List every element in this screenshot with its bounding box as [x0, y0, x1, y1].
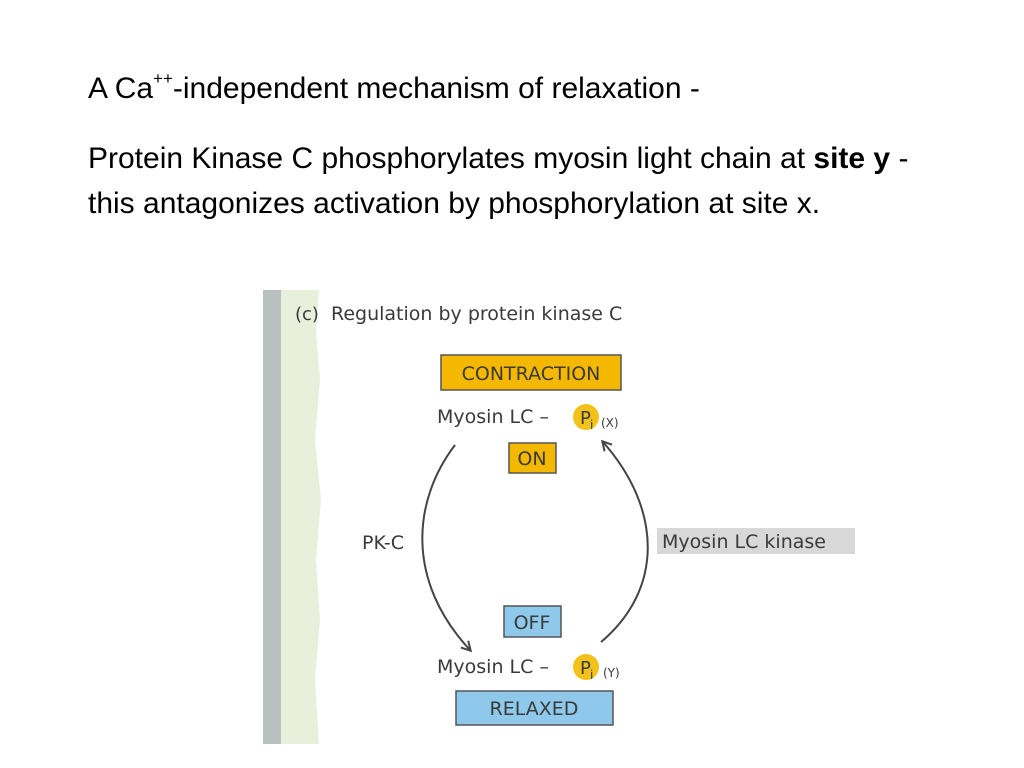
- left-gray-strip: [263, 290, 281, 744]
- pi-bottom-p: P: [580, 658, 591, 679]
- enzyme-mlck-label: Myosin LC kinase: [662, 531, 826, 553]
- myosin-lc-bottom: Myosin LC –: [437, 656, 549, 678]
- slide-title: A Ca++-independent mechanism of relaxati…: [88, 60, 948, 111]
- pi-bottom-i: i: [590, 668, 593, 682]
- mlck-arrow: [600, 442, 649, 643]
- body-part2: - this antagonizes activation by phospho…: [88, 142, 909, 220]
- on-box: [508, 442, 557, 474]
- title-prefix: A Ca: [88, 72, 154, 105]
- pi-top-i: i: [590, 418, 593, 432]
- title-superscript: ++: [153, 69, 173, 88]
- pkc-regulation-figure: (c) Regulation by protein kinase C CONTR…: [263, 290, 863, 744]
- mlck-label-bg: [657, 528, 855, 554]
- figure-svg: (c) Regulation by protein kinase C CONTR…: [263, 290, 855, 744]
- relaxed-box: [455, 690, 614, 726]
- site-y-label: (Y): [603, 666, 620, 680]
- off-box: [503, 605, 562, 638]
- pi-top-p: P: [580, 408, 591, 429]
- relaxed-label: RELAXED: [490, 698, 579, 720]
- site-x-label: (X): [601, 416, 619, 430]
- pi-badge-top: P i: [573, 404, 599, 432]
- myosin-lc-top: Myosin LC –: [437, 406, 549, 428]
- contraction-box: [440, 354, 622, 391]
- left-green-band: [281, 290, 321, 744]
- off-label: OFF: [514, 612, 551, 634]
- enzyme-pkc-label: PK-C: [362, 532, 404, 554]
- pi-badge-bottom: P i: [573, 654, 599, 682]
- contraction-label: CONTRACTION: [462, 363, 601, 385]
- slide-body: Protein Kinase C phosphorylates myosin l…: [88, 136, 948, 226]
- body-part1: Protein Kinase C phosphorylates myosin l…: [88, 142, 814, 175]
- figure-caption: Regulation by protein kinase C: [331, 303, 622, 325]
- body-bold-site-y: site y: [813, 142, 891, 175]
- panel-label: (c): [295, 304, 319, 325]
- title-suffix: -independent mechanism of relaxation -: [172, 72, 700, 105]
- on-label: ON: [517, 448, 546, 470]
- pkc-arrow: [421, 444, 470, 650]
